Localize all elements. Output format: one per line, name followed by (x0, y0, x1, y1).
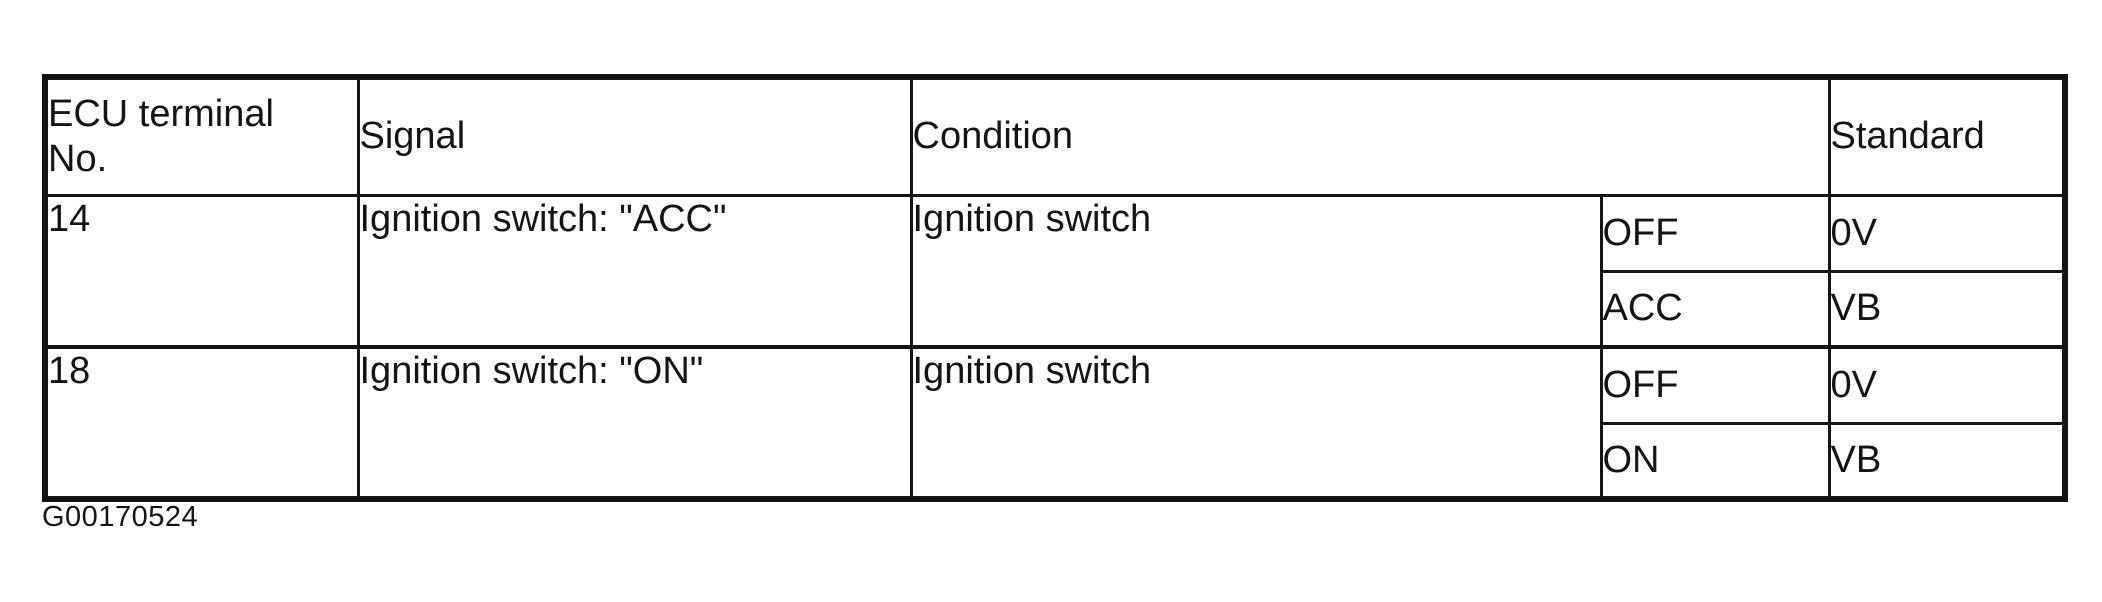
cell-standard-value: 0V (1827, 345, 2067, 425)
table-row: ACC VB (45, 269, 2067, 349)
table-row: 14 Ignition switch: "ACC" Ignition switc… (43, 193, 2067, 349)
header-standard: Standard (1827, 75, 2067, 197)
cell-standard-value: VB (1827, 421, 2067, 501)
cell-condition-state: OFF (1599, 345, 1831, 425)
cell-condition-state: ACC (1599, 269, 1831, 349)
ecu-terminal-table: ECU terminal No. Signal Condition Standa… (42, 74, 2068, 502)
table-row: 18 Ignition switch: "ON" Ignition switch… (43, 345, 2067, 501)
table-header-row: ECU terminal No. Signal Condition Standa… (43, 75, 2067, 197)
header-condition: Condition (909, 75, 1831, 197)
cell-signal: Ignition switch: "ON" (356, 345, 913, 501)
cell-standard-value: VB (1827, 269, 2067, 349)
header-ecu-terminal-no-label: ECU terminal No. (48, 92, 274, 180)
figure-id-caption: G00170524 (42, 501, 199, 533)
cell-condition: Ignition switch (909, 345, 1603, 501)
header-signal: Signal (356, 75, 913, 197)
cell-standard-value: 0V (1827, 193, 2067, 273)
cell-terminal-no: 14 (43, 193, 360, 349)
cell-condition: Ignition switch (909, 193, 1603, 349)
cell-signal: Ignition switch: "ACC" (356, 193, 913, 349)
table-row: ON VB (45, 421, 2067, 501)
cell-terminal-no: 18 (43, 345, 360, 501)
cell-condition-state: ON (1599, 421, 1831, 501)
header-ecu-terminal-no: ECU terminal No. (43, 75, 360, 197)
cell-condition-state: OFF (1599, 193, 1831, 273)
